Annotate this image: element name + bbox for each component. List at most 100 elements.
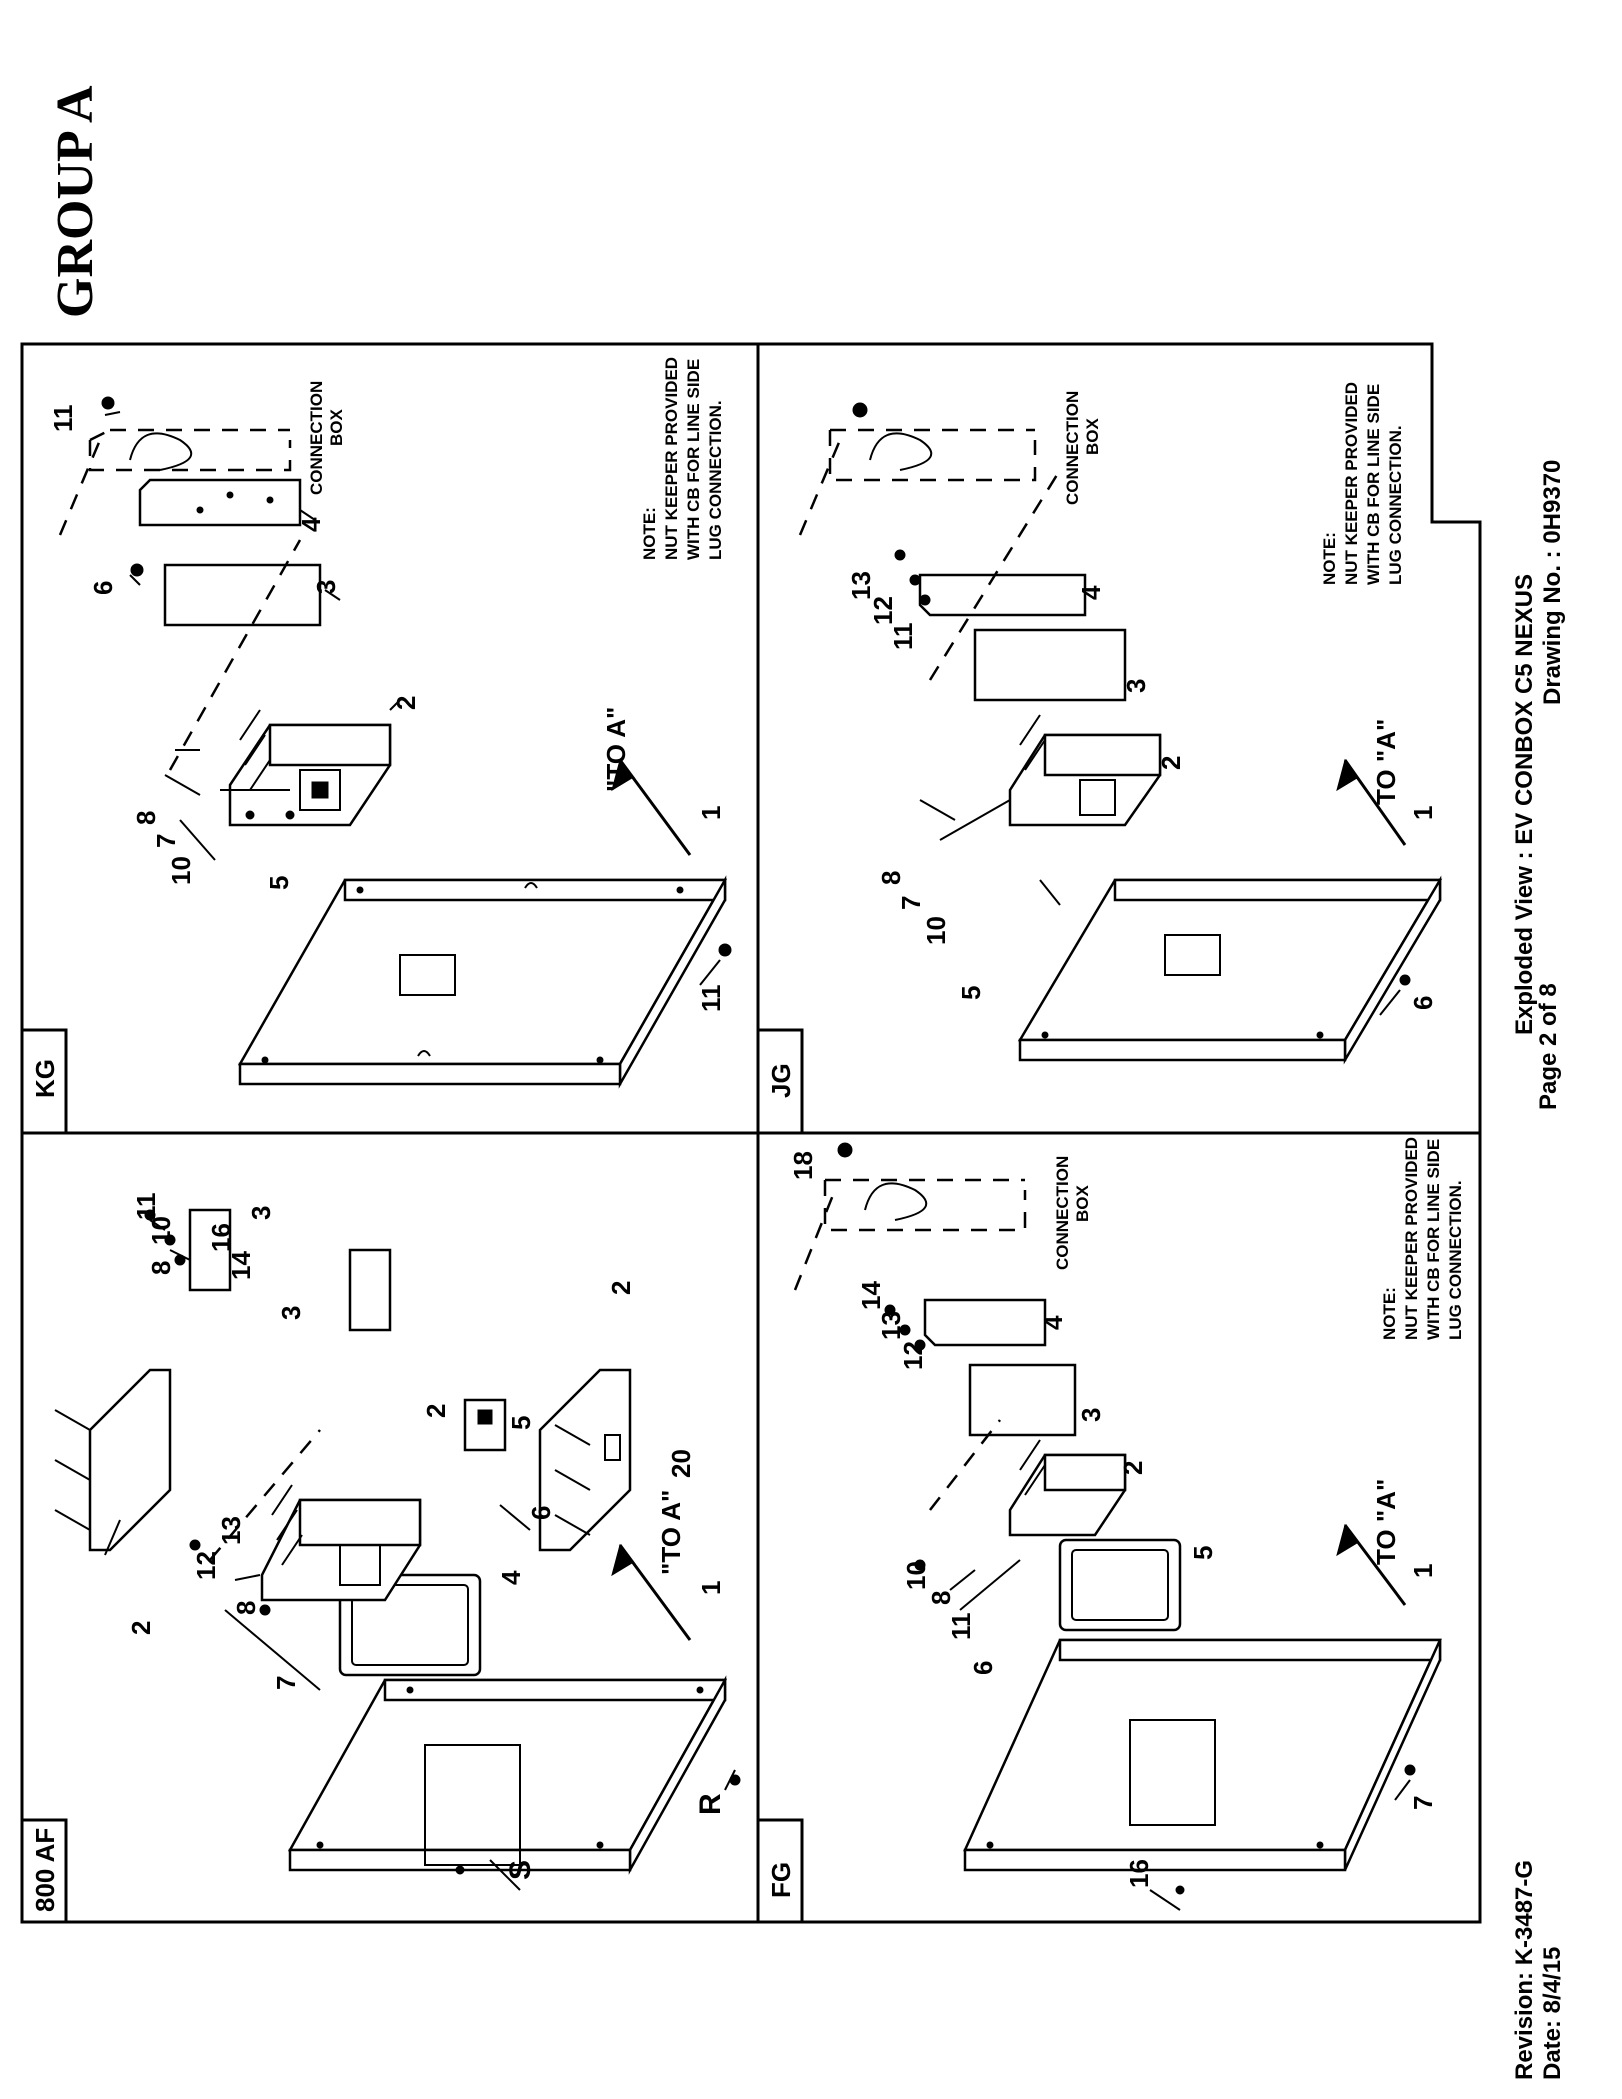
jg-connection-box-line1: CONNECTION bbox=[1063, 391, 1082, 505]
jg-callout-1: 1 bbox=[1408, 806, 1438, 820]
af800-callout-10: 10 bbox=[146, 1216, 176, 1245]
jg-callout-8: 8 bbox=[876, 871, 906, 885]
kg-callout-11-bottom: 11 bbox=[696, 985, 726, 1013]
revision-label: Revision: K-3487-G bbox=[1511, 1860, 1538, 2080]
kg-callout-1: 1 bbox=[696, 806, 726, 820]
kg-callout-4: 4 bbox=[296, 517, 326, 532]
kg-callout-7: 7 bbox=[151, 834, 181, 848]
af800-callout-6: 6 bbox=[526, 1506, 556, 1520]
fg-insulator-plate bbox=[968, 1363, 1077, 1437]
jg-callout-3: 3 bbox=[1121, 679, 1151, 693]
jg-callout-2: 2 bbox=[1156, 756, 1186, 770]
title-drawing-no: Drawing No. : 0H9370 bbox=[1539, 460, 1566, 705]
af800-callout-2-left: 2 bbox=[126, 1621, 156, 1635]
af800-callout-r: R bbox=[694, 1793, 727, 1815]
title-view: Exploded View : EV CONBOX C5 NEXUS bbox=[1511, 574, 1538, 1035]
af800-to-a-label: "TO A" bbox=[656, 1490, 686, 1575]
af800-insulator-mid bbox=[348, 1248, 392, 1332]
kg-note-line2: NUT KEEPER PROVIDED bbox=[662, 357, 681, 560]
af800-callout-13: 13 bbox=[216, 1516, 246, 1545]
jg-callout-13: 13 bbox=[846, 571, 876, 600]
panel-label-jg: JG bbox=[756, 1028, 804, 1135]
jg-callout-11: 11 bbox=[888, 623, 918, 651]
fg-callout-8: 8 bbox=[926, 1591, 956, 1605]
kg-mounting-bracket bbox=[138, 478, 302, 527]
fg-assembly-drawing bbox=[793, 1142, 1442, 1911]
kg-connection-box-line1: CONNECTION bbox=[307, 381, 326, 495]
fg-frame-gasket bbox=[1058, 1538, 1182, 1632]
jg-note-line3: WITH CB FOR LINE SIDE bbox=[1364, 384, 1383, 585]
panel-label-kg: KG bbox=[20, 1028, 68, 1135]
fg-to-a-label: TO "A" bbox=[1371, 1479, 1401, 1565]
kg-circuit-breaker bbox=[228, 709, 392, 827]
fg-callout-2: 2 bbox=[1118, 1461, 1148, 1475]
kg-callout-6: 6 bbox=[88, 581, 118, 595]
fg-callout-10: 10 bbox=[901, 1561, 931, 1590]
kg-note-line4: LUG CONNECTION. bbox=[706, 400, 725, 560]
kg-to-a-arrow bbox=[618, 759, 692, 856]
af800-callout-8-mid: 8 bbox=[231, 1601, 261, 1615]
af800-callout-16: 16 bbox=[206, 1223, 236, 1252]
af800-insulator-upper bbox=[188, 1208, 232, 1292]
jg-note-line2: NUT KEEPER PROVIDED bbox=[1342, 382, 1361, 585]
jg-assembly-drawing bbox=[798, 402, 1443, 1065]
panel-label-800af-text: 800 AF bbox=[30, 1828, 60, 1912]
af800-callout-11: 11 bbox=[131, 1193, 161, 1221]
panel-label-kg-text: KG bbox=[30, 1059, 60, 1098]
fg-note-line2: NUT KEEPER PROVIDED bbox=[1402, 1137, 1421, 1340]
jg-insulator-plate bbox=[973, 628, 1127, 702]
af800-callout-s: S bbox=[504, 1860, 537, 1880]
af800-callout-7: 7 bbox=[271, 1676, 301, 1690]
fg-note-line4: LUG CONNECTION. bbox=[1446, 1180, 1465, 1340]
jg-callout-5: 5 bbox=[956, 986, 986, 1000]
drawing-frame bbox=[20, 342, 1482, 1924]
af800-callout-5: 5 bbox=[506, 1416, 536, 1430]
af800-callout-1: 1 bbox=[696, 1581, 726, 1595]
jg-note-line4: LUG CONNECTION. bbox=[1386, 425, 1405, 585]
kg-callout-2: 2 bbox=[391, 696, 421, 710]
kg-connection-box bbox=[88, 428, 292, 472]
jg-mounting-bracket bbox=[918, 573, 1087, 617]
fg-connection-box bbox=[823, 1178, 1027, 1232]
af800-callout-3-mid: 3 bbox=[276, 1306, 306, 1320]
fg-door-panel bbox=[963, 1638, 1442, 1872]
panel-label-jg-text: JG bbox=[766, 1063, 796, 1098]
group-title: GROUP A bbox=[47, 85, 104, 318]
fg-callout-3: 3 bbox=[1076, 1408, 1106, 1422]
kg-callout-11-top: 11 bbox=[48, 405, 78, 433]
fg-callout-5: 5 bbox=[1188, 1546, 1218, 1560]
kg-callout-10: 10 bbox=[166, 856, 196, 885]
af800-callout-14: 14 bbox=[226, 1251, 256, 1280]
kg-callout-8: 8 bbox=[131, 811, 161, 825]
fg-note-line1: NOTE: bbox=[1380, 1287, 1399, 1340]
af800-callout-2-breaker: 2 bbox=[421, 1404, 451, 1418]
af800-callout-12: 12 bbox=[191, 1551, 221, 1580]
af800-callout-20: 20 bbox=[666, 1449, 696, 1478]
date-label: Date: 8/4/15 bbox=[1539, 1947, 1566, 2080]
jg-callout-10: 10 bbox=[921, 916, 951, 945]
af800-relay-block bbox=[463, 1398, 507, 1452]
panel-label-fg: FG bbox=[756, 1818, 804, 1924]
af800-assembly-drawing bbox=[54, 1208, 741, 1891]
kg-callout-5: 5 bbox=[264, 876, 294, 890]
fg-callout-16: 16 bbox=[1124, 1859, 1154, 1888]
fg-circuit-breaker bbox=[1008, 1439, 1127, 1537]
af800-callout-2-bottom: 2 bbox=[606, 1281, 636, 1295]
kg-assembly-drawing bbox=[58, 396, 732, 1089]
jg-note-line1: NOTE: bbox=[1320, 532, 1339, 585]
af800-callout-4: 4 bbox=[496, 1570, 526, 1585]
af800-callout-8-top: 8 bbox=[146, 1261, 176, 1275]
jg-callout-7: 7 bbox=[896, 896, 926, 910]
fg-mounting-bracket bbox=[923, 1298, 1047, 1347]
af800-to-a-arrow bbox=[618, 1544, 692, 1641]
jg-door-panel bbox=[1017, 875, 1443, 1065]
jg-callout-6: 6 bbox=[1408, 996, 1438, 1010]
kg-to-a-label: "TO A" bbox=[601, 707, 631, 792]
fg-callout-12: 12 bbox=[898, 1341, 928, 1370]
kg-callout-3: 3 bbox=[311, 580, 341, 594]
jg-callout-4: 4 bbox=[1076, 585, 1106, 600]
fg-callout-18: 18 bbox=[788, 1151, 818, 1180]
fg-callout-13: 13 bbox=[876, 1311, 906, 1340]
fg-to-a-arrow bbox=[1343, 1524, 1407, 1606]
